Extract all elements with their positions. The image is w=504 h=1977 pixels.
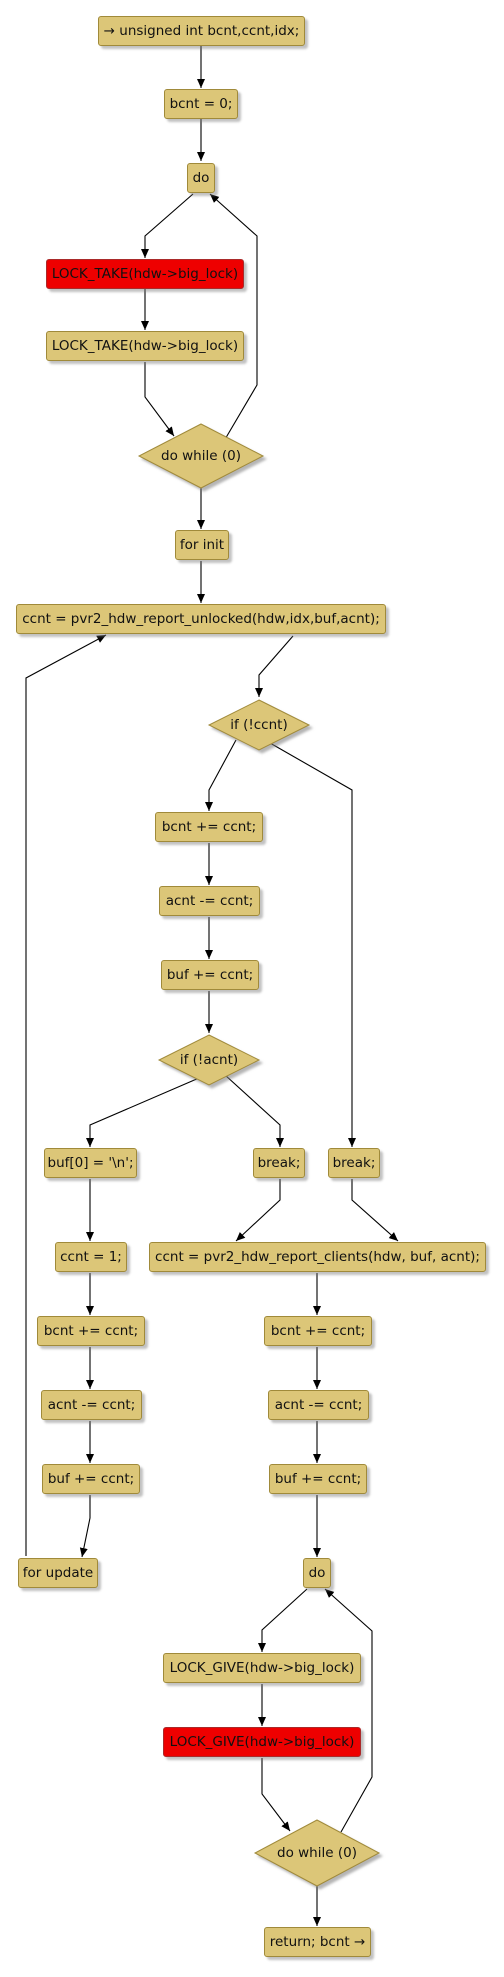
if-acnt-diamond (157, 1034, 261, 1086)
if-acnt-label: if (!acnt) (179, 1052, 239, 1068)
buf-add-node-3: buf += ccnt; (269, 1464, 367, 1494)
for-update-node: for update (18, 1558, 98, 1588)
edge-if-ccnt-to-break2 (269, 742, 356, 1147)
break-node-1: break; (253, 1148, 305, 1178)
do-while-label-2: do while (0) (277, 1845, 357, 1861)
for-init-node: for init (175, 530, 229, 560)
acnt-sub-node-1: acnt -= ccnt; (159, 886, 260, 916)
edge-if-acnt-to-buf0 (86, 1077, 200, 1147)
acnt-sub-node-2: acnt -= ccnt; (41, 1390, 142, 1420)
break-node-2: break; (328, 1148, 380, 1178)
edge-break1-to-clients (235, 1179, 281, 1242)
buf0-newline-node: buf[0] = '\n'; (44, 1148, 137, 1178)
edge-if-ccnt-to-bcnt-add (205, 739, 237, 811)
buf-add-node-1: buf += ccnt; (161, 960, 259, 990)
edge-ccnt-to-if-ccnt (255, 635, 294, 697)
acnt-sub-node-3: acnt -= ccnt; (268, 1390, 369, 1420)
edge-for-update-loopback (25, 634, 107, 1556)
edge-do-while-loopback (209, 193, 258, 442)
do-while-diamond-2 (253, 1819, 381, 1887)
edge-do-to-lock-take-red (141, 193, 194, 258)
edge-lock-take-to-do-while (144, 362, 175, 437)
lock-take-node: LOCK_TAKE(hdw->big_lock) (46, 331, 244, 361)
ccnt-one-node: ccnt = 1; (55, 1242, 127, 1272)
return-node: return; bcnt → (264, 1927, 371, 1957)
do-node-1: do (187, 163, 215, 193)
do-while-diamond-1 (137, 423, 265, 489)
do-while-label-1: do while (0) (161, 448, 241, 464)
report-clients-node: ccnt = pvr2_hdw_report_clients(hdw, buf,… (149, 1242, 486, 1272)
lock-take-highlighted-node: LOCK_TAKE(hdw->big_lock) (46, 259, 244, 289)
start-declaration-node: → unsigned int bcnt,ccnt,idx; (98, 16, 305, 46)
edge-do2-to-lock-give (258, 1588, 308, 1652)
bcnt-add-node-3: bcnt += ccnt; (264, 1316, 372, 1346)
edge-buf-add2-to-for-update (79, 1495, 91, 1558)
edge-break2-to-clients (351, 1179, 399, 1242)
lock-give-node: LOCK_GIVE(hdw->big_lock) (163, 1653, 361, 1683)
edge-do-while2-loopback (324, 1588, 373, 1833)
bcnt-add-node-1: bcnt += ccnt; (155, 812, 263, 842)
report-unlocked-node: ccnt = pvr2_hdw_report_unlocked(hdw,idx,… (16, 604, 386, 634)
if-ccnt-diamond (207, 699, 311, 751)
buf-add-node-2: buf += ccnt; (42, 1464, 140, 1494)
edge-lock-give-red-to-do-while2 (261, 1758, 291, 1832)
lock-give-highlighted-node: LOCK_GIVE(hdw->big_lock) (163, 1727, 361, 1757)
bcnt-init-node: bcnt = 0; (164, 89, 238, 119)
do-node-2: do (303, 1558, 331, 1588)
edge-if-acnt-to-break1 (224, 1074, 284, 1147)
bcnt-add-node-2: bcnt += ccnt; (37, 1316, 145, 1346)
if-ccnt-label: if (!ccnt) (230, 717, 288, 733)
